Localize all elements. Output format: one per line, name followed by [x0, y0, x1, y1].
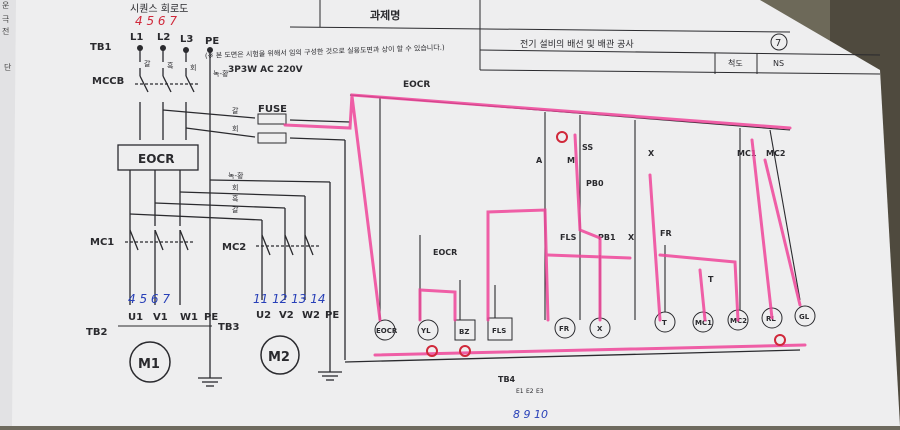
- ss-label: SS: [582, 143, 593, 152]
- tb4-e3: E3: [536, 388, 544, 395]
- line-l3-label: L3: [180, 34, 193, 45]
- scale-label: 척도: [728, 59, 743, 68]
- mccb-label: MCCB: [92, 76, 124, 87]
- fuse-wire-top: 갈: [232, 107, 239, 115]
- tb4-e1: E1: [516, 388, 524, 395]
- supply-label: 3P3W AC 220V: [228, 65, 303, 75]
- line-l2-label: L2: [157, 32, 170, 43]
- mc1-contacts: [125, 229, 195, 251]
- sheet-number-circle: [770, 33, 788, 51]
- fuse-label: FUSE: [258, 104, 287, 115]
- mc2-control-label: MC2: [766, 149, 785, 158]
- motor2-terminal-v2: V2: [279, 310, 294, 321]
- svg-text:단: 단: [4, 62, 12, 72]
- load-gl: GL: [799, 313, 810, 321]
- mc1-label: MC1: [90, 237, 114, 248]
- eocr-label: EOCR: [138, 152, 174, 166]
- mccb-wire-4: 녹-황: [213, 69, 229, 78]
- fr-contact-label: FR: [660, 229, 672, 238]
- handwritten-motor2-numbers: 11 12 13 14: [253, 292, 326, 306]
- task-label: 과제명: [370, 8, 400, 22]
- motor1-label: M1: [138, 357, 160, 372]
- mc1-control-label: MC1: [737, 149, 757, 158]
- m-label: M: [567, 156, 575, 165]
- load-fr: FR: [559, 325, 570, 333]
- motor2-terminal-w2: W2: [302, 310, 320, 321]
- mccb-wire-2: 흑: [167, 61, 174, 70]
- motor2-label: M2: [268, 350, 290, 365]
- paper-edge-shadow: [0, 0, 16, 426]
- motor1-terminal-w1: W1: [180, 312, 198, 323]
- mccb-wire-3: 회: [190, 64, 196, 72]
- mc2-feed-wire-2: 회: [232, 184, 238, 192]
- x-top-label: X: [648, 149, 655, 158]
- handwritten-tb4-numbers: 8 9 10: [513, 408, 548, 421]
- fls-contact-label: FLS: [560, 233, 577, 242]
- motor1-terminal-v1: V1: [153, 312, 168, 323]
- highlighter-traces: [283, 93, 807, 357]
- motor1-terminal-pe: PE: [204, 312, 218, 323]
- svg-text:전: 전: [2, 26, 9, 36]
- eocr-contact-top-label: EOCR: [403, 80, 430, 90]
- ground-1: [198, 330, 222, 387]
- mc2-label: MC2: [222, 242, 246, 253]
- fuse-wire-bottom: 회: [232, 125, 238, 133]
- mccb-contacts: [135, 68, 198, 93]
- load-fls: FLS: [492, 327, 506, 335]
- mc2-feed-wire-1: 녹-황: [228, 171, 244, 180]
- handwritten-top-numbers: 4 5 6 7: [135, 14, 177, 28]
- motor2-symbol: [260, 335, 300, 375]
- motor1-symbol: [129, 341, 171, 383]
- mc1-gap: [132, 226, 192, 230]
- load-eocr: EOCR: [376, 327, 398, 335]
- red-pen-marks: [426, 131, 786, 357]
- motor2-terminal-pe: PE: [325, 310, 339, 321]
- mccb-body: [132, 62, 192, 102]
- load-yl: YL: [420, 327, 431, 335]
- handwritten-motor1-numbers: 4 5 6 7: [128, 292, 170, 306]
- tb4-e2: E2: [526, 388, 534, 395]
- mc2-feed-wire-3: 흑: [232, 194, 239, 203]
- line-pe-label: PE: [205, 36, 219, 47]
- t-contact-label: T: [708, 275, 714, 284]
- ground-2: [318, 330, 342, 381]
- svg-text:운: 운: [2, 1, 9, 10]
- x-contact-label: X: [628, 233, 635, 242]
- eocr-contact-label: EOCR: [433, 248, 457, 257]
- sheet-number: 7: [775, 38, 781, 49]
- title-block: [289, 0, 881, 75]
- scale-value: NS: [773, 59, 784, 68]
- pb0-label: PB0: [586, 179, 604, 188]
- svg-text:극: 극: [2, 15, 9, 24]
- load-t: T: [662, 319, 667, 327]
- mc2-feed-wire-4: 갈: [232, 206, 239, 214]
- motor2-terminal-u2: U2: [256, 310, 271, 321]
- fuse-top: [257, 113, 287, 125]
- mc2-contacts: [256, 234, 320, 256]
- tb1-terminals: [137, 45, 213, 53]
- mccb-wire-1: 갈: [144, 60, 151, 68]
- tb2-label: TB2: [86, 327, 107, 338]
- tb1-label: TB1: [90, 42, 111, 53]
- a-label: A: [536, 156, 543, 165]
- eocr-block: [117, 144, 199, 171]
- line-l1-label: L1: [130, 32, 143, 43]
- motor1-terminal-u1: U1: [128, 312, 143, 323]
- sequence-title: 시퀀스 회로도: [130, 3, 188, 15]
- tb3-label: TB3: [218, 322, 239, 333]
- tb4-label: TB4: [498, 375, 516, 384]
- task-name: 전기 설비의 배선 및 배관 공사: [520, 38, 634, 50]
- load-mc1: MC1: [695, 319, 712, 327]
- fuse-bottom: [257, 132, 287, 144]
- pb1-label: PB1: [598, 233, 616, 242]
- load-x: X: [597, 325, 603, 333]
- load-bz: BZ: [459, 328, 469, 336]
